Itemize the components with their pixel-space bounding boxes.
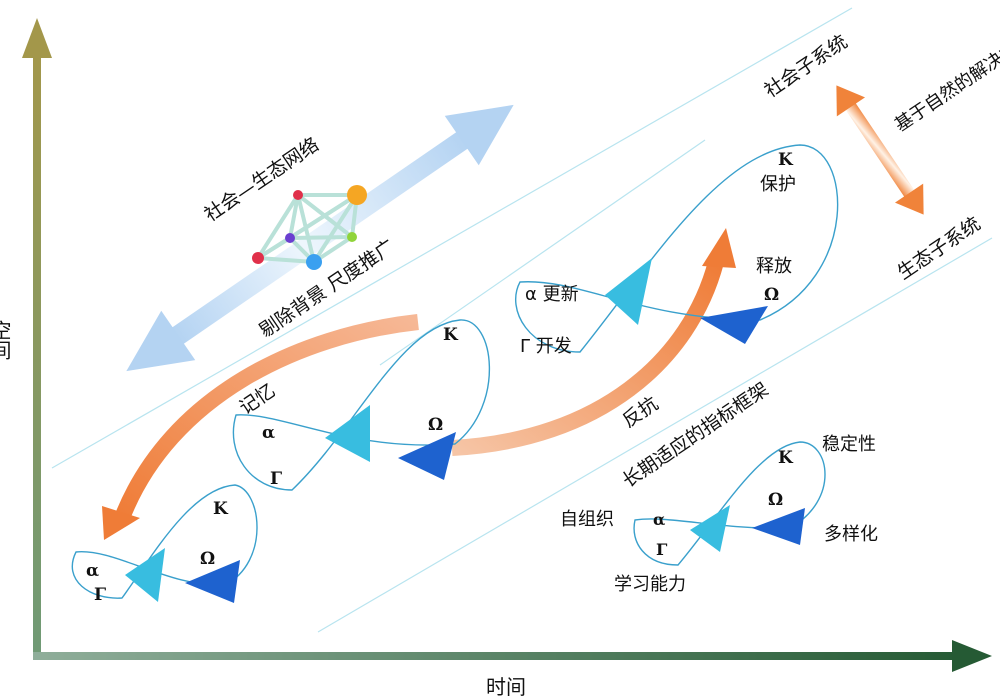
indicator-alpha: α — [653, 510, 665, 529]
cycle-top-gamma-exploit: Γ 开发 — [520, 336, 572, 357]
cycle-mid-gamma: Γ — [270, 469, 282, 489]
network-node-purple — [285, 233, 295, 243]
cycle-top-light-arrow — [605, 258, 652, 325]
cycle-mid — [232, 319, 491, 491]
revolt-arrow — [451, 228, 736, 456]
nbs-label: 基于自然的解决方案 — [891, 28, 1000, 136]
ecological-subsystem-label: 生态子系统 — [893, 213, 984, 284]
cycle-small-light-arrow — [125, 548, 165, 602]
cycle-top-alpha-renewal: α 更新 — [525, 284, 579, 305]
cycle-top — [515, 144, 839, 353]
indicator-learning-capacity: 学习能力 — [614, 574, 686, 595]
y-axis-label: 空间 — [0, 320, 12, 360]
cycle-top-dark-arrow — [700, 306, 768, 344]
network-node-red-left — [252, 252, 264, 264]
cycle-mid-dark-arrow — [398, 432, 456, 480]
cycle-top-k: K — [778, 150, 794, 170]
indicator-self-organization: 自组织 — [560, 509, 614, 530]
x-axis-label: 时间 — [486, 675, 526, 698]
y-axis — [22, 18, 52, 660]
cycle-mid-alpha: α — [262, 423, 275, 443]
indicator-k: K — [778, 448, 794, 468]
network-node-blue — [306, 254, 322, 270]
cycle-indicator-dark-arrow — [752, 508, 805, 545]
x-axis — [33, 640, 992, 672]
social-ecological-network — [256, 193, 359, 264]
cycle-mid-k: K — [443, 325, 459, 345]
indicator-diversity: 多样化 — [824, 524, 878, 545]
cycle-small — [71, 484, 258, 599]
cycle-top-release: 释放 — [756, 256, 792, 277]
cycle-small-dark-arrow — [185, 560, 240, 603]
cycle-top-protect: 保护 — [760, 174, 796, 195]
indicator-stability: 稳定性 — [822, 434, 876, 455]
cycle-top-omega: Ω — [764, 285, 779, 305]
network-node-red-top — [293, 190, 303, 200]
cycle-small-alpha: α — [86, 561, 99, 581]
network-title: 社会—生态网络 — [200, 134, 323, 227]
diagonal-band-lines — [51, 7, 993, 633]
cycle-small-gamma: Γ — [94, 585, 106, 605]
cycle-mid-light-arrow — [325, 405, 370, 462]
cycle-indicator-light-arrow — [690, 505, 730, 552]
cycle-small-omega: Ω — [200, 549, 215, 569]
cycle-mid-omega: Ω — [428, 415, 443, 435]
nbs-double-arrow — [836, 85, 924, 215]
network-node-orange — [347, 185, 367, 205]
indicator-gamma: Γ — [656, 540, 668, 559]
network-node-green — [347, 232, 357, 242]
memory-arrow — [102, 314, 419, 540]
cycle-indicator — [633, 441, 826, 566]
indicator-omega: Ω — [768, 490, 783, 510]
cycle-small-k: K — [213, 499, 229, 519]
